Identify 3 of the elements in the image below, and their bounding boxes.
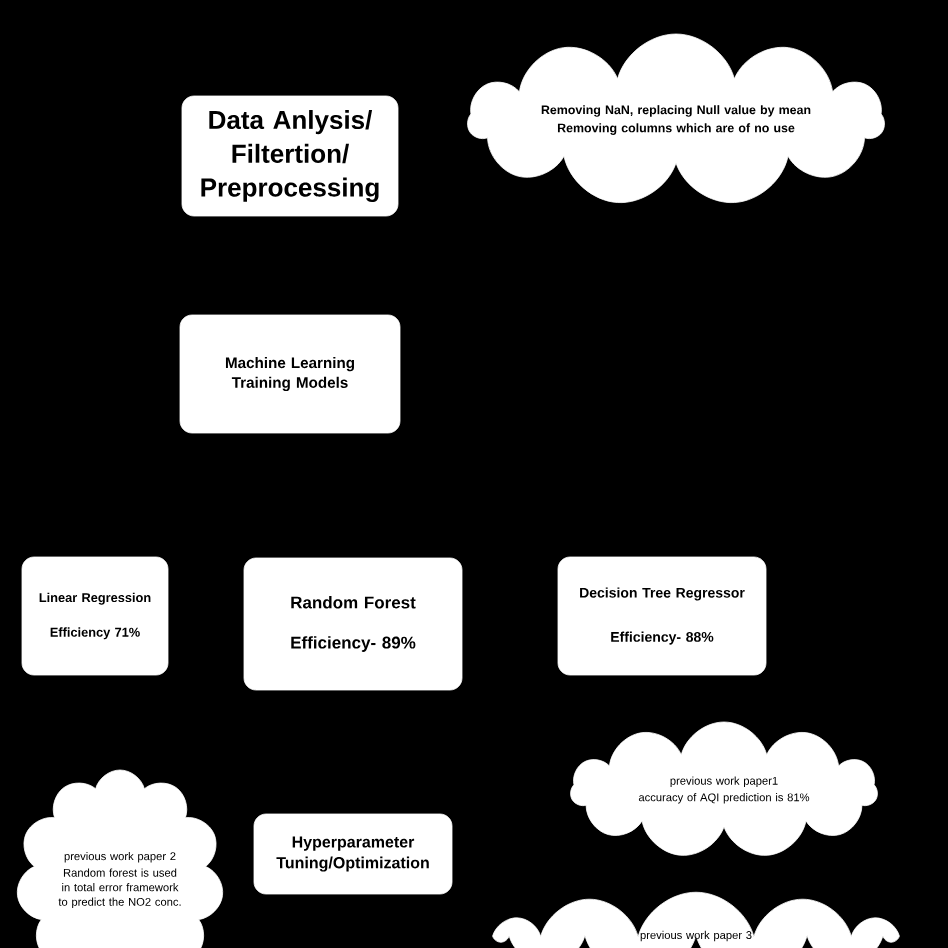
process-box: Data Anlysis/ Filtertion/ Preprocessing <box>181 95 399 217</box>
process-box: Hyperparameter Tuning/Optimization <box>253 813 453 895</box>
process-box: Random Forest Efficiency- 89% <box>243 557 463 691</box>
